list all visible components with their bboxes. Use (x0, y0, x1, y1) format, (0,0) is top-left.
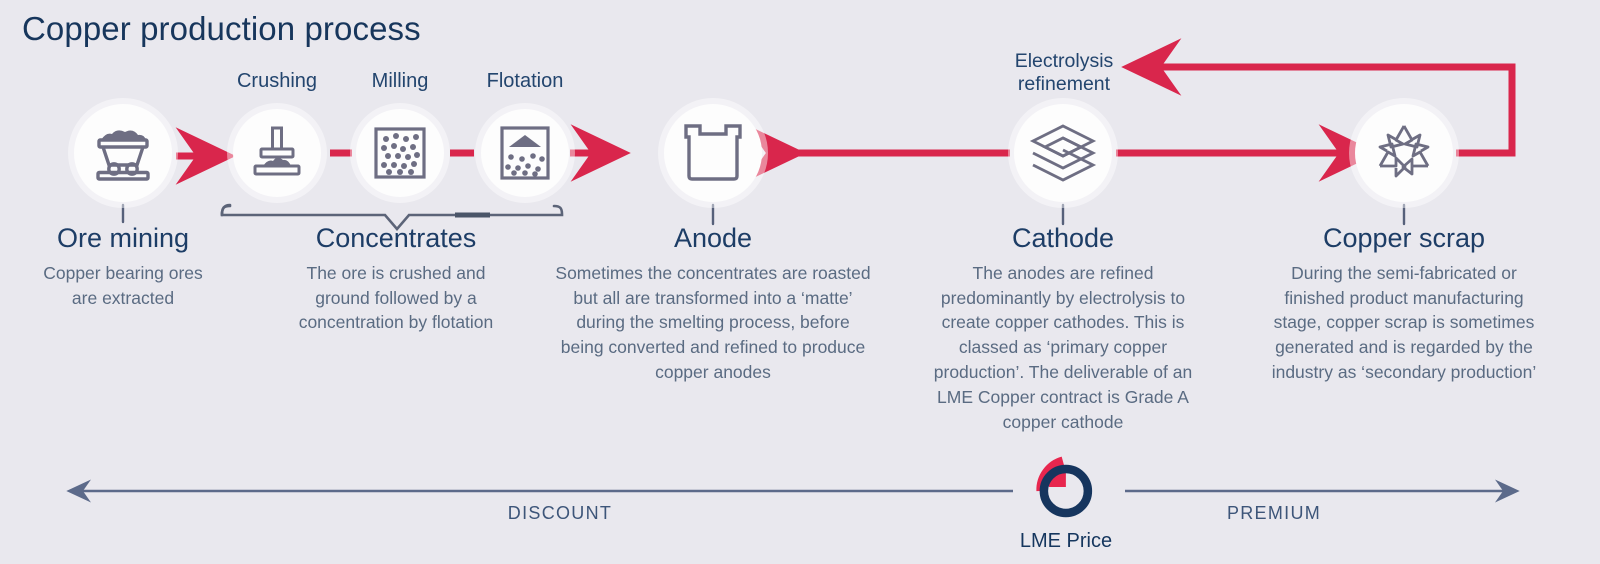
node-ore-mining[interactable] (74, 104, 172, 202)
group-cathode: Cathode The anodes are refined predomina… (913, 223, 1213, 435)
recycle-icon (1372, 122, 1436, 184)
stage-label-milling: Milling (371, 70, 429, 92)
group-body-ore-mining: Copper bearing ores are extracted (43, 262, 203, 308)
node-cathode[interactable] (1014, 104, 1112, 202)
node-anode[interactable] (664, 104, 762, 202)
group-title-concentrates: Concentrates (315, 223, 477, 253)
group-title-ore-mining: Ore mining (56, 223, 190, 253)
group-body-anode: Sometimes the concentrates are roasted b… (555, 262, 871, 383)
group-copper-scrap: Copper scrap During the semi-fabricated … (1254, 223, 1554, 385)
scale-label-premium: PREMIUM (1226, 503, 1322, 523)
group-body-concentrates: The ore is crushed and ground followed b… (298, 262, 494, 333)
group-anode: Anode Sometimes the concentrates are roa… (548, 223, 878, 385)
crusher-icon (249, 126, 305, 180)
group-body-cathode: The anodes are refined predominantly by … (933, 262, 1193, 432)
page-title: Copper production process (22, 10, 421, 47)
group-title-cathode: Cathode (1011, 223, 1115, 253)
lme-price-label: LME Price (1019, 530, 1113, 552)
group-title-anode: Anode (673, 223, 753, 253)
stage-label-flotation: Flotation (486, 70, 564, 92)
electrolysis-refinement-label: Electrolysis refinement (1015, 50, 1114, 95)
anode-ingot-icon (682, 123, 744, 183)
group-ore-mining: Ore mining Copper bearing ores are extra… (8, 223, 238, 310)
node-copper-scrap[interactable] (1355, 104, 1453, 202)
scale-label-discount: DISCOUNT (507, 503, 613, 523)
lme-price-marker[interactable]: LME Price (1020, 450, 1112, 553)
node-crushing[interactable] (233, 109, 321, 197)
mine-cart-icon (92, 125, 154, 181)
electrolysis-line-1: Electrolysis (1014, 50, 1114, 72)
stage-label-crushing: Crushing (236, 70, 318, 92)
node-flotation[interactable] (481, 109, 569, 197)
node-milling[interactable] (356, 109, 444, 197)
lme-logo-icon (1029, 456, 1103, 528)
milling-grains-icon (372, 125, 428, 181)
cathode-sheets-icon (1029, 122, 1097, 184)
electrolysis-line-2: refinement (1017, 72, 1111, 95)
group-concentrates: Concentrates The ore is crushed and grou… (266, 223, 526, 335)
group-body-copper-scrap: During the semi-fabricated or finished p… (1271, 262, 1537, 383)
flotation-tank-icon (498, 125, 552, 181)
group-title-copper-scrap: Copper scrap (1322, 223, 1486, 253)
